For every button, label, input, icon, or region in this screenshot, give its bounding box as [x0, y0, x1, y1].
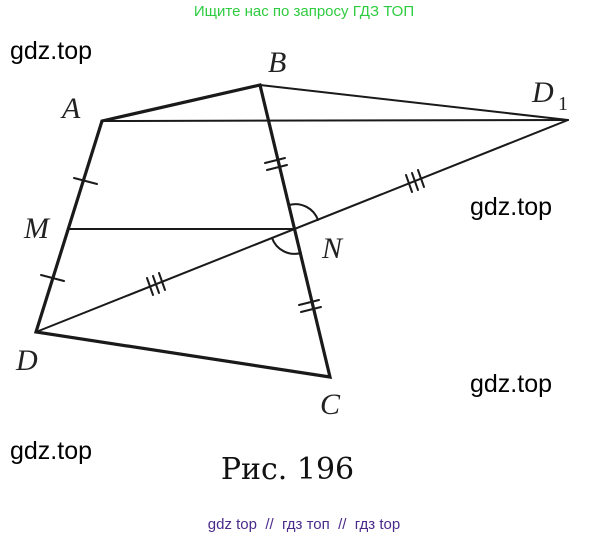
quadrilateral-ABCD	[33, 83, 333, 379]
label-B: B	[268, 46, 286, 79]
label-D1: D	[531, 76, 554, 109]
segment-BD1	[259, 84, 569, 121]
label-A: A	[60, 92, 81, 125]
watermark: gdz.top	[470, 193, 553, 221]
label-D: D	[15, 344, 38, 377]
label-N: N	[321, 232, 344, 265]
watermark: gdz.top	[10, 37, 93, 65]
label-M: M	[23, 212, 51, 245]
watermark: gdz.top	[470, 370, 553, 398]
footer-text: gdz top // гдз топ // гдз top	[207, 516, 401, 533]
search-banner: Ищите нас по запросу ГДЗ ТОП	[193, 3, 415, 20]
angle-arc-upper	[288, 203, 319, 221]
watermark: gdz.top	[10, 437, 93, 465]
label-C: C	[320, 388, 341, 421]
figure-caption: Рис. 196	[220, 452, 355, 487]
segment-DD1	[35, 119, 569, 333]
segment-AD1	[101, 119, 569, 122]
label-D1-subscript: 1	[558, 93, 568, 115]
tick-marks	[40, 157, 425, 313]
angle-arc-lower	[271, 237, 302, 255]
